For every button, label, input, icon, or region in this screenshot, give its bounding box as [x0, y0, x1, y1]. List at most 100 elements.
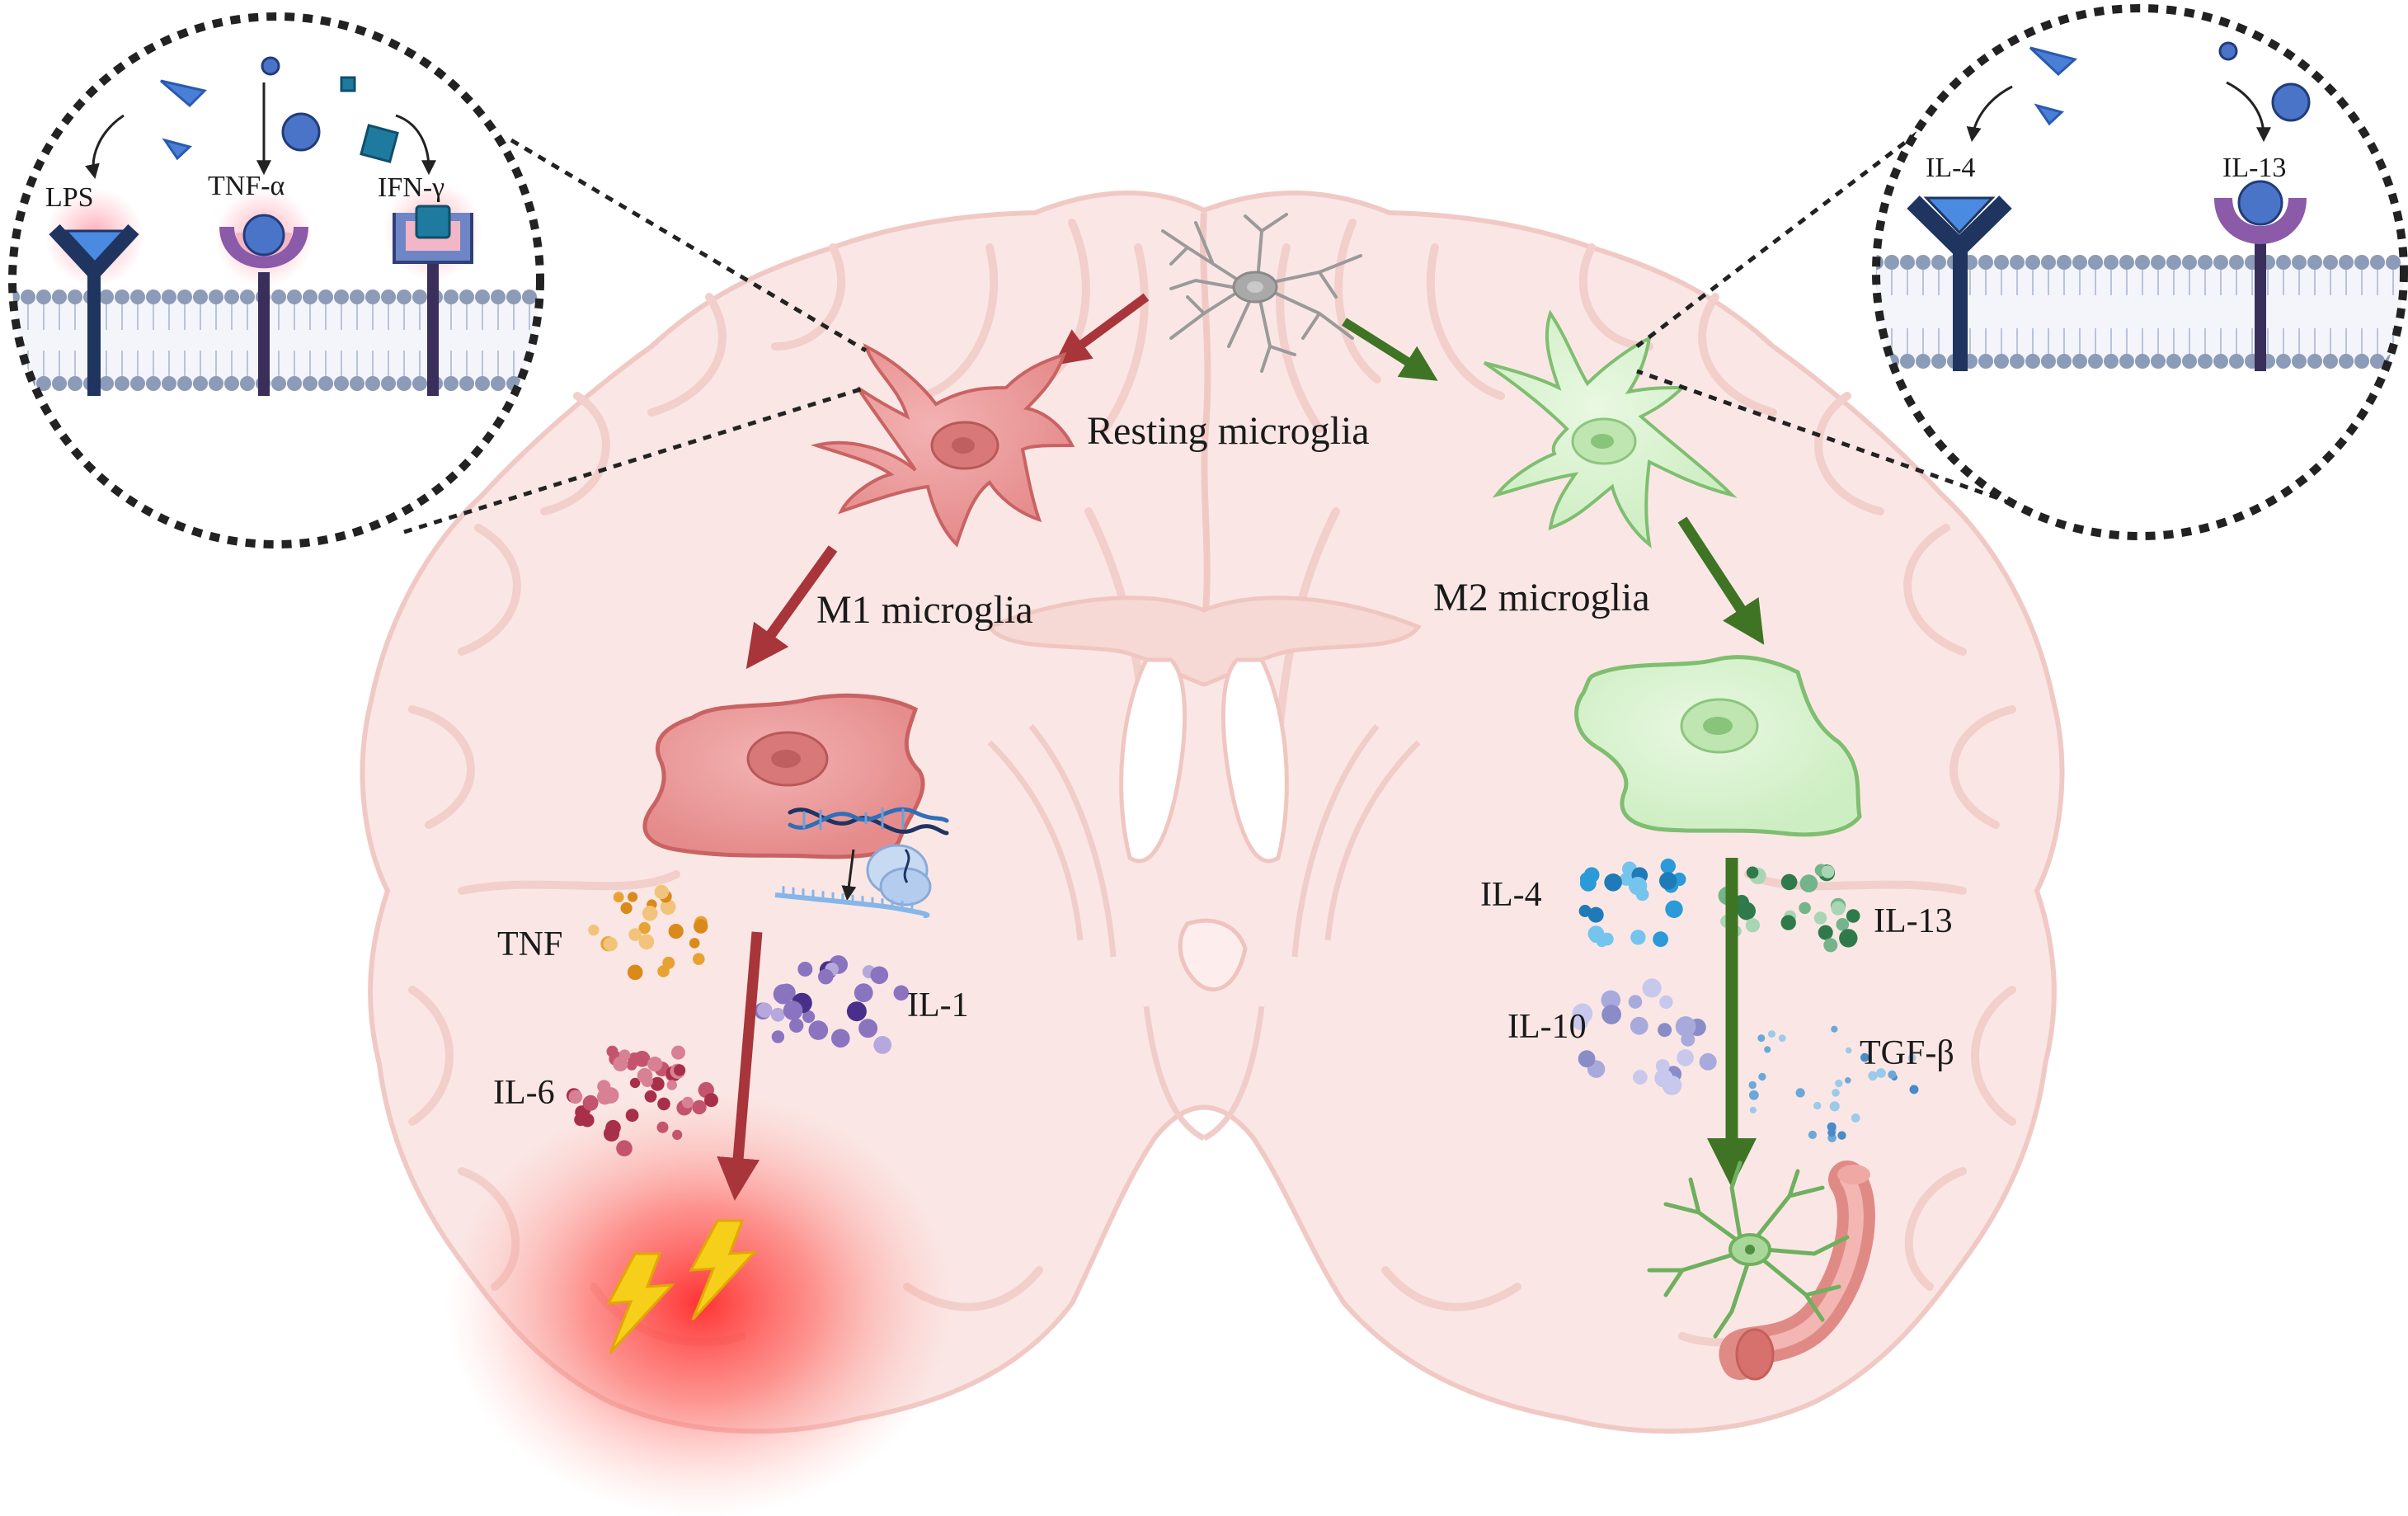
ligand-il13-icon — [2218, 41, 2238, 61]
il4-particle — [1659, 872, 1677, 890]
arrow-m1-to-amoeboid — [745, 545, 838, 670]
tgfb-particle — [1795, 1088, 1805, 1098]
il1-particle — [808, 1020, 829, 1040]
corpus-callosum — [986, 596, 1422, 687]
il6-particle — [616, 1140, 633, 1156]
il1-particle — [789, 1018, 804, 1033]
il6-particle — [671, 1045, 685, 1060]
receptor-icon — [1907, 195, 2012, 371]
il6-particle — [672, 1129, 683, 1140]
il4-particle — [1660, 858, 1677, 874]
il13-particle — [1738, 902, 1756, 920]
arrow-resting-to-m1 — [1053, 293, 1150, 366]
il13-particle — [1780, 873, 1798, 891]
il1-particle — [873, 1036, 892, 1054]
il13-particle — [1821, 865, 1835, 878]
il1-particle — [797, 962, 813, 977]
tnf-particle — [627, 964, 643, 981]
tnf-particle — [588, 924, 600, 936]
receptor-icon — [2214, 180, 2307, 371]
lightning-icon — [689, 1219, 758, 1321]
il6-particle — [656, 1121, 669, 1133]
ligand-tnf-icon — [261, 56, 280, 76]
ventricle-right — [1220, 657, 1289, 864]
il10-particle — [1633, 1070, 1648, 1085]
il10-particle — [1601, 990, 1621, 1010]
inset-left-connector-top — [510, 138, 868, 353]
receptor-icon — [49, 224, 139, 396]
tgfb-particle — [1907, 1053, 1917, 1062]
tgfb-particle — [1835, 1079, 1843, 1088]
il6-particle — [681, 1096, 694, 1109]
il10-particle — [1681, 1032, 1695, 1047]
inset-tnfa-label: TNF-α — [208, 171, 285, 201]
il6-particle — [618, 1049, 631, 1062]
tgfb-particle — [1851, 1113, 1860, 1123]
il6-particle — [657, 1097, 670, 1111]
il10-label: IL-10 — [1507, 1008, 1587, 1046]
inset-left-frame — [8, 12, 544, 548]
il6-particle — [644, 1090, 657, 1103]
il6-particle — [582, 1095, 599, 1111]
tgfb-particle — [1764, 1046, 1771, 1053]
il1-particle — [893, 985, 910, 1001]
il6-particle — [704, 1093, 718, 1108]
tgfb-particle — [1808, 1130, 1817, 1139]
il1-particle — [858, 1019, 878, 1038]
ligand-lps-icon — [160, 79, 207, 108]
arrow-resting-to-m2 — [1342, 318, 1438, 381]
tgfb-particle — [1876, 1068, 1886, 1078]
il1-particle — [831, 1029, 850, 1048]
tnf-label: TNF — [497, 925, 562, 963]
tgfb-particle — [1827, 1122, 1837, 1132]
tgfb-particle — [1860, 1052, 1869, 1062]
tnf-particle — [642, 906, 658, 921]
lesion-area — [445, 1089, 957, 1516]
il6-particle — [666, 1080, 677, 1090]
resting-microglia-label: Resting microglia — [1087, 409, 1370, 453]
membrane-icon — [12, 290, 537, 391]
il6-particle — [606, 1045, 618, 1057]
il4-particle — [1630, 930, 1646, 945]
il10-particle — [1601, 1005, 1621, 1024]
inset-lps-label: LPS — [45, 182, 94, 213]
midline-fissure — [1199, 212, 1211, 628]
tgfb-particle — [1868, 1071, 1878, 1081]
il4-particle — [1587, 906, 1604, 923]
il13-particle — [1831, 901, 1846, 916]
il1-particles — [754, 955, 910, 1054]
m1-microglia-label: M1 microglia — [816, 588, 1033, 632]
inset-m1-receptors: LPS TNF-α IFN-γ — [12, 16, 540, 544]
ligand-tnf-icon — [281, 112, 321, 152]
tgfb-particle — [1827, 1128, 1837, 1137]
il10-particle — [1677, 1049, 1694, 1066]
il4-particle — [1653, 931, 1668, 948]
dna-icon — [788, 807, 949, 836]
tnf-particle — [613, 892, 624, 903]
il6-particle — [625, 1109, 639, 1123]
il6-particle — [637, 1067, 653, 1084]
tgfb-particle — [1831, 1025, 1838, 1033]
il6-particles — [566, 1045, 718, 1156]
inset-il13-label: IL-13 — [2222, 153, 2286, 183]
il10-particle — [1578, 1050, 1596, 1068]
transcription-arrow — [841, 849, 857, 902]
ligand-il4-icon — [2029, 46, 2078, 77]
resting-microglia-icon — [1161, 213, 1362, 373]
il6-particle — [568, 1090, 583, 1104]
inset-ifng-label: IFN-γ — [378, 172, 444, 203]
m2-microglia-label: M2 microglia — [1433, 576, 1650, 619]
mrna-strand — [774, 886, 930, 918]
il6-particle — [674, 1064, 686, 1076]
tgfb-particle — [1748, 1090, 1759, 1100]
il13-label: IL-13 — [1874, 902, 1953, 940]
il6-particle — [629, 1077, 641, 1089]
il10-particle — [1659, 995, 1673, 1010]
ligand-il4-icon — [2034, 103, 2065, 126]
inset-right-connector-bottom — [1636, 369, 2013, 506]
il6-particle — [574, 1113, 587, 1127]
neuron-icon — [1647, 1161, 1850, 1339]
tgfb-particle — [1778, 1034, 1786, 1043]
il10-particle — [1655, 1059, 1670, 1073]
